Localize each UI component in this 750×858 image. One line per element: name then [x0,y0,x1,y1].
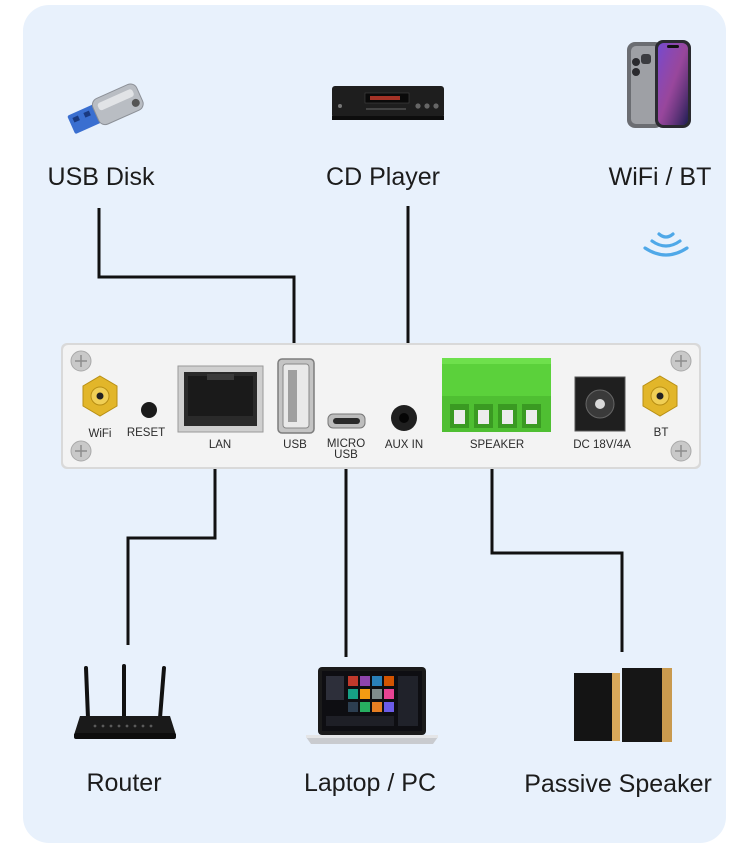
lan-port [177,365,264,433]
port-label-wifi: WiFi [88,428,112,440]
usb-disk-label: USB Disk [47,163,155,191]
wifi-antenna-connector [82,375,118,417]
port-label-usb: USB [283,439,307,451]
router-icon [74,664,176,739]
usb-disk-icon [67,83,144,134]
device-front-panel [61,343,701,469]
port-label-speaker: SPEAKER [469,439,525,451]
line-speaker [490,468,624,652]
wifi-bt-label: WiFi / BT [608,163,712,191]
port-label-aux-in: AUX IN [384,439,424,451]
reset-button [141,402,157,418]
speaker-terminal [442,358,551,432]
usb-port [277,358,315,434]
dc-power-jack [574,376,626,432]
laptop-label: Laptop / PC [303,769,437,797]
micro-usb-port [327,413,366,429]
port-label-bt: BT [653,427,669,439]
port-label-micro-usb: USB [334,449,358,461]
aux-in-port [391,405,417,431]
router-label: Router [86,769,162,797]
passive-speaker-label: Passive Speaker [524,770,712,798]
screw-icon [70,350,692,462]
port-label-micro: MICRO [326,438,366,450]
port-label-dc: DC 18V/4A [573,439,631,451]
laptop-icon [306,667,438,744]
cd-player-icon [332,86,444,120]
phone-icon [627,40,691,128]
speaker-icon [574,668,672,742]
line-usb-disk [97,208,296,343]
cd-player-label: CD Player [326,163,440,191]
bt-antenna-connector [642,375,678,417]
wireless-signal-icon [643,232,689,257]
port-label-lan: LAN [208,439,232,451]
port-label-reset: RESET [126,427,166,439]
line-router [126,468,217,645]
connection-lines [97,206,624,657]
